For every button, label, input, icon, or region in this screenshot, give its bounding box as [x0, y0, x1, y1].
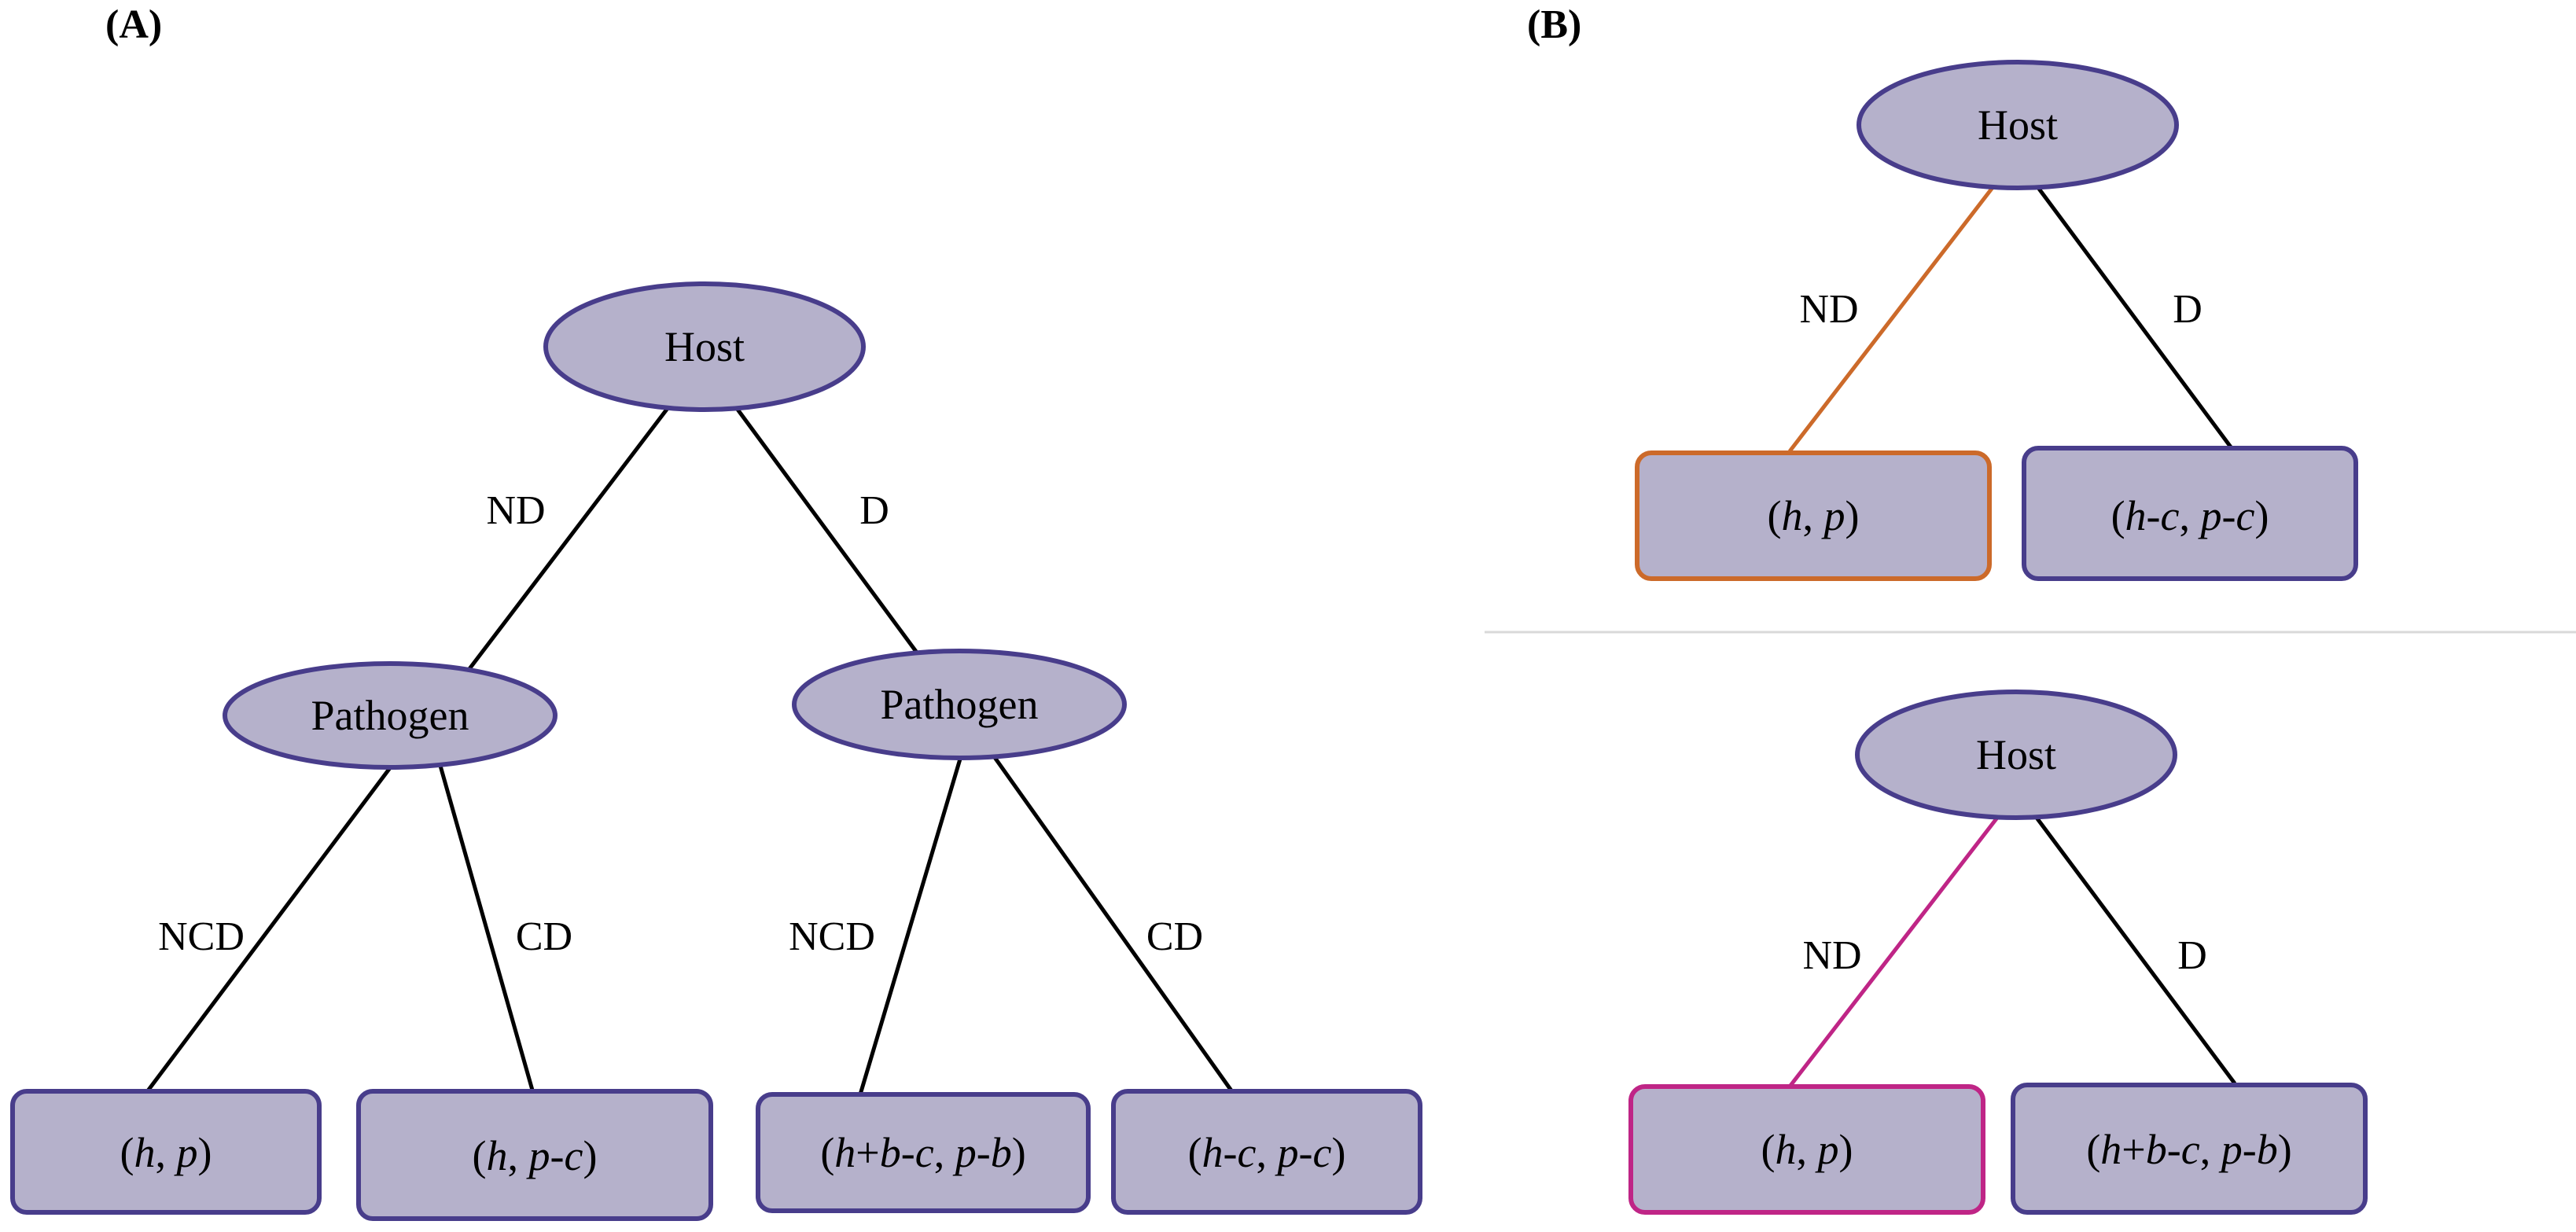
edge-d — [2034, 816, 2237, 1085]
edge-label-cd: CD — [1146, 914, 1203, 959]
payoff-leaf-label: (h-c, p-c) — [2111, 492, 2269, 539]
payoff-leaf-label: (h-c, p-c) — [1188, 1129, 1346, 1176]
edge-label-d: D — [859, 488, 889, 533]
panel-b-bottom-tree: ND D Host (h, p) (h+b-c, p-b) — [1628, 690, 2368, 1215]
panel-b-top-tree: ND D Host (h, p) (h-c, p-c) — [1635, 60, 2358, 581]
payoff-leaf-label: (h+b-c, p-b) — [820, 1129, 1025, 1176]
host-node — [543, 281, 866, 412]
payoff-leaf-label: (h, p) — [1768, 492, 1860, 539]
panel-b-label: (B) — [1527, 2, 1582, 47]
edge-nd-highlighted — [1788, 816, 1999, 1088]
host-node — [1855, 690, 2177, 820]
pathogen-node-label: Pathogen — [311, 692, 469, 739]
host-node-label: Host — [1976, 731, 2056, 778]
edge-label-d: D — [2177, 933, 2207, 978]
pathogen-node-label: Pathogen — [881, 681, 1039, 728]
pathogen-node — [792, 649, 1127, 760]
payoff-leaf-label: (h, p) — [1761, 1126, 1853, 1173]
edge-host-d — [734, 406, 919, 654]
edge-label-nd: ND — [1799, 287, 1858, 332]
panel-a-tree: ND D NCD CD NCD CD Host Pathogen Pathoge… — [10, 281, 1422, 1221]
payoff-leaf-label: (h, p) — [120, 1129, 212, 1176]
edge-label-cd: CD — [516, 914, 572, 959]
payoff-leaf — [756, 1092, 1091, 1213]
payoff-leaf-label: (h, p-c) — [473, 1132, 598, 1179]
edge-label-nd: ND — [1802, 933, 1861, 978]
edge-d — [2034, 184, 2234, 450]
payoff-leaf-highlighted — [1635, 451, 1992, 581]
panel-a-label: (A) — [105, 2, 163, 47]
edge-nd-highlighted — [1788, 184, 1996, 453]
payoff-leaf — [10, 1089, 322, 1215]
edge-pathogen-right-cd — [992, 755, 1235, 1094]
host-node-label: Host — [664, 323, 745, 370]
host-node-label: Host — [1978, 101, 2058, 149]
payoff-leaf — [356, 1089, 713, 1221]
edge-pathogen-left-cd — [438, 765, 535, 1094]
edge-pathogen-right-ncd — [858, 756, 963, 1095]
edge-label-d: D — [2173, 287, 2202, 332]
edge-pathogen-left-ncd — [145, 764, 393, 1094]
edge-label-ncd: NCD — [158, 914, 245, 959]
payoff-leaf-highlighted — [1628, 1084, 1985, 1215]
payoff-leaf — [2022, 446, 2358, 581]
pathogen-node — [223, 661, 558, 770]
edge-host-nd — [467, 406, 670, 671]
edge-label-ncd: NCD — [789, 914, 875, 959]
payoff-leaf — [2011, 1083, 2368, 1215]
payoff-leaf — [1111, 1089, 1422, 1215]
payoff-leaf-label: (h+b-c, p-b) — [2086, 1126, 2291, 1173]
edge-label-nd: ND — [486, 488, 545, 533]
host-node — [1857, 60, 2179, 190]
